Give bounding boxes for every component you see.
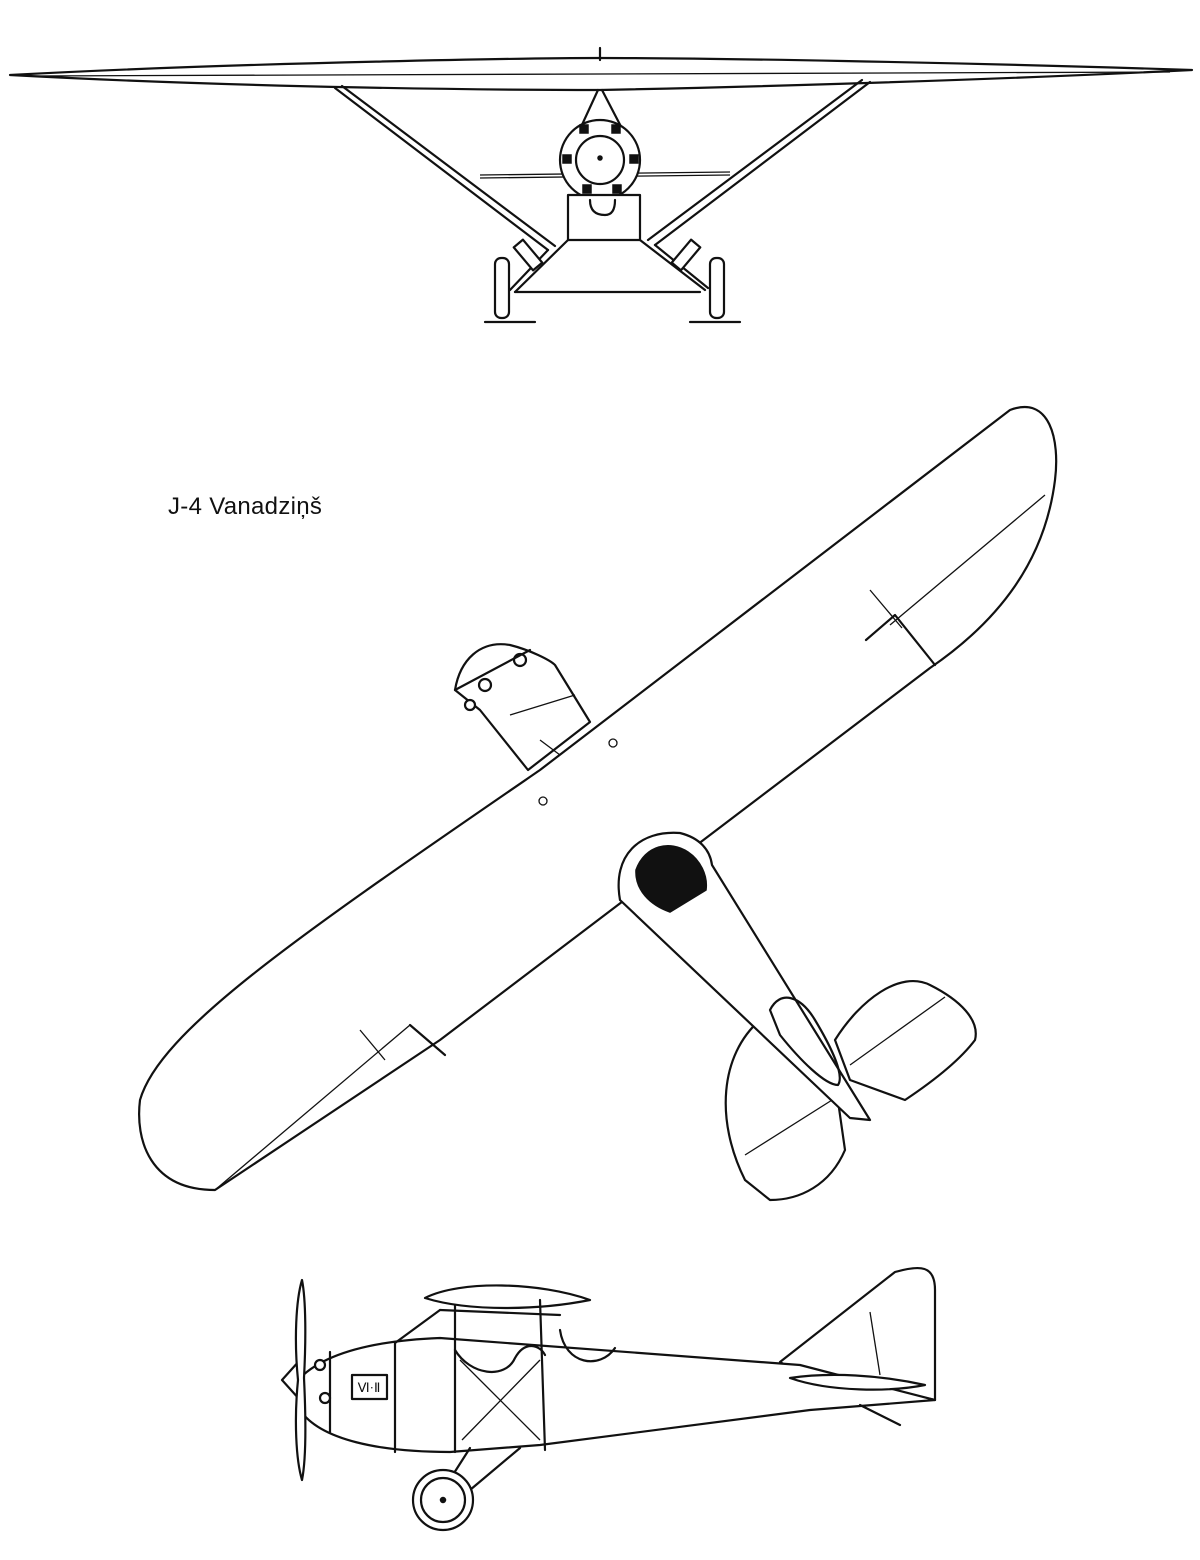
wheel-left <box>493 256 511 320</box>
wing-strut-left <box>333 86 550 252</box>
aircraft-title: J-4 Vanadziņš <box>168 493 323 520</box>
cockpit-cutout-rear <box>558 1328 617 1363</box>
side-fin <box>778 1266 937 1402</box>
top-view <box>138 406 1058 1202</box>
propeller <box>294 1278 307 1482</box>
side-view: Ⅵ·Ⅱ <box>280 1266 937 1532</box>
side-fuselage <box>298 1336 937 1454</box>
front-view <box>8 46 1194 324</box>
wheel-right <box>708 256 726 320</box>
side-wing <box>423 1284 592 1310</box>
engine-nose-top <box>453 643 592 772</box>
wing-strut-right <box>653 80 872 247</box>
top-wing <box>138 406 1058 1192</box>
fuselage-marking: Ⅵ·Ⅱ <box>358 1380 381 1395</box>
cockpit-opening <box>635 845 708 913</box>
cockpit-cutout-front <box>453 1344 547 1373</box>
